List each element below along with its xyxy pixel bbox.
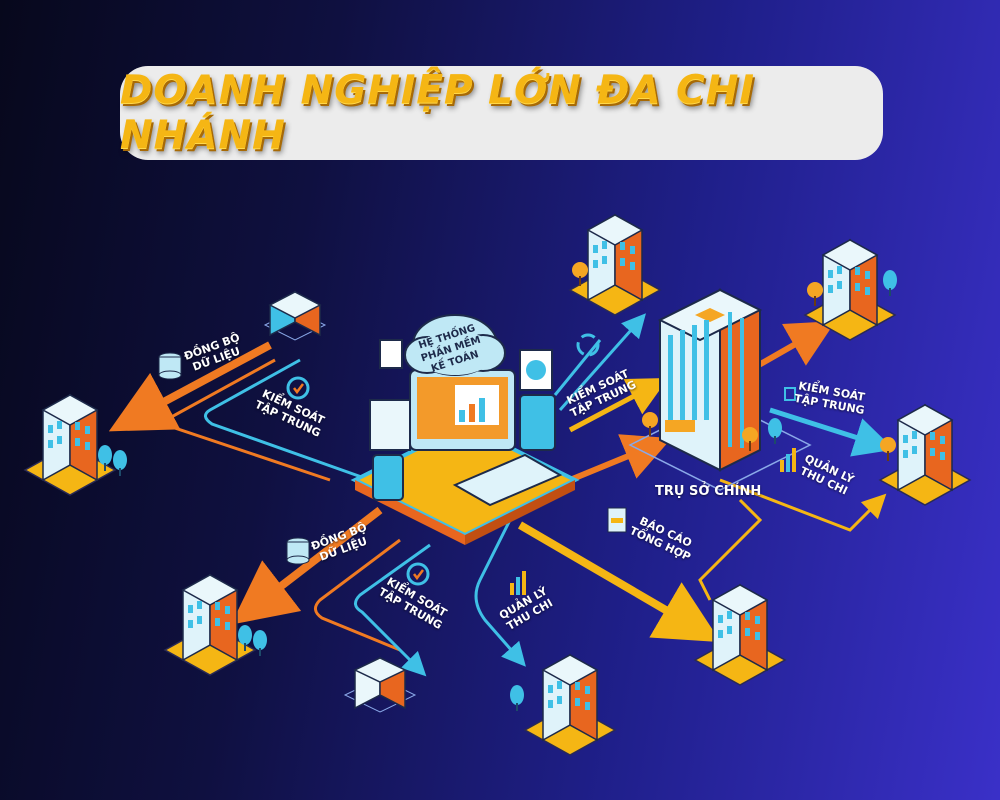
sync-check-icon	[406, 562, 430, 586]
refresh-icon	[576, 333, 600, 357]
bar-chart-icon	[780, 448, 796, 472]
accounting-hub	[350, 339, 580, 545]
headquarters-building	[628, 288, 812, 491]
report-document-icon	[607, 507, 627, 533]
headquarters-label: TRỤ SỞ CHÍNH	[655, 484, 762, 499]
bar-chart-icon	[510, 571, 526, 595]
sync-check-icon	[286, 376, 310, 400]
branch-building-bottom-small	[343, 656, 417, 713]
page-title: DOANH NGHIỆP LỚN ĐA CHI NHÁNH	[120, 68, 755, 158]
branch-building-top	[569, 214, 661, 316]
branch-building-left-top	[263, 290, 327, 341]
branch-building-left	[24, 394, 127, 496]
title-banner: DOANH NGHIỆP LỚN ĐA CHI NHÁNH	[120, 66, 883, 160]
data-flow-lines	[108, 313, 895, 677]
branch-building-top-right	[804, 239, 897, 341]
branch-building-bottom-center	[510, 654, 616, 756]
cloud-icon	[404, 314, 506, 376]
branch-building-right	[879, 404, 971, 506]
touch-icon	[784, 387, 796, 401]
database-icon	[158, 352, 182, 380]
database-icon	[286, 537, 310, 565]
branch-building-bottom-left	[164, 574, 267, 676]
